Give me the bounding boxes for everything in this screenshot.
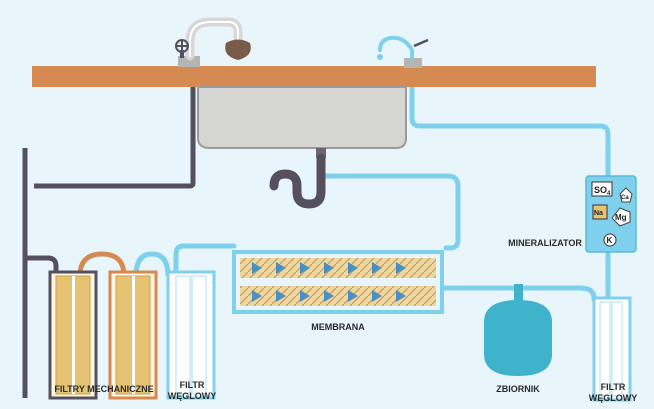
mineralizer-cartridge: SO 4 Ca Na Mg K [585,175,637,253]
label-mineralizer: MINERALIZATOR [508,238,582,248]
sink-icon [197,86,407,158]
label-carbon-filter-2-line1: FILTR [600,382,626,392]
mineral-so4-sub: 4 [607,191,611,197]
filter-connector-1 [77,251,127,277]
faucet-icon [175,17,251,67]
supply-pipes [22,65,196,398]
carbon-filter-1 [166,270,216,400]
filter-connector-2 [133,251,171,277]
label-carbon-filter-1: FILTR WĘGLOWY [164,380,220,402]
label-carbon-filter-2: FILTR WĘGLOWY [582,382,644,404]
mineral-so4: SO [594,185,607,195]
label-carbon-filter-1-line2: WĘGLOWY [167,391,217,401]
pressure-tank-icon [484,284,552,376]
countertop [32,66,596,87]
mechanical-filter-1 [48,270,98,400]
label-carbon-filter-2-line2: WĘGLOWY [588,393,638,403]
purified-water-pipes [173,67,611,303]
carbon-filter-2 [592,296,632,402]
label-tank: ZBIORNIK [496,384,540,394]
mineral-k: K [607,236,613,245]
mineral-ca: Ca [621,195,629,201]
label-membrane: MEMBRANA [311,322,365,332]
siphon-icon [269,153,326,209]
mechanical-filter-2 [108,270,158,400]
membrane-housing [232,250,444,314]
label-mechanical-filters: FILTRY MECHANICZNE [54,384,154,394]
mineral-mg: Mg [615,213,627,222]
mineral-na: Na [594,210,603,217]
membrane-flow-arrows [252,262,406,302]
label-carbon-filter-1-line1: FILTR [179,380,205,390]
drinking-tap-icon [377,35,429,68]
